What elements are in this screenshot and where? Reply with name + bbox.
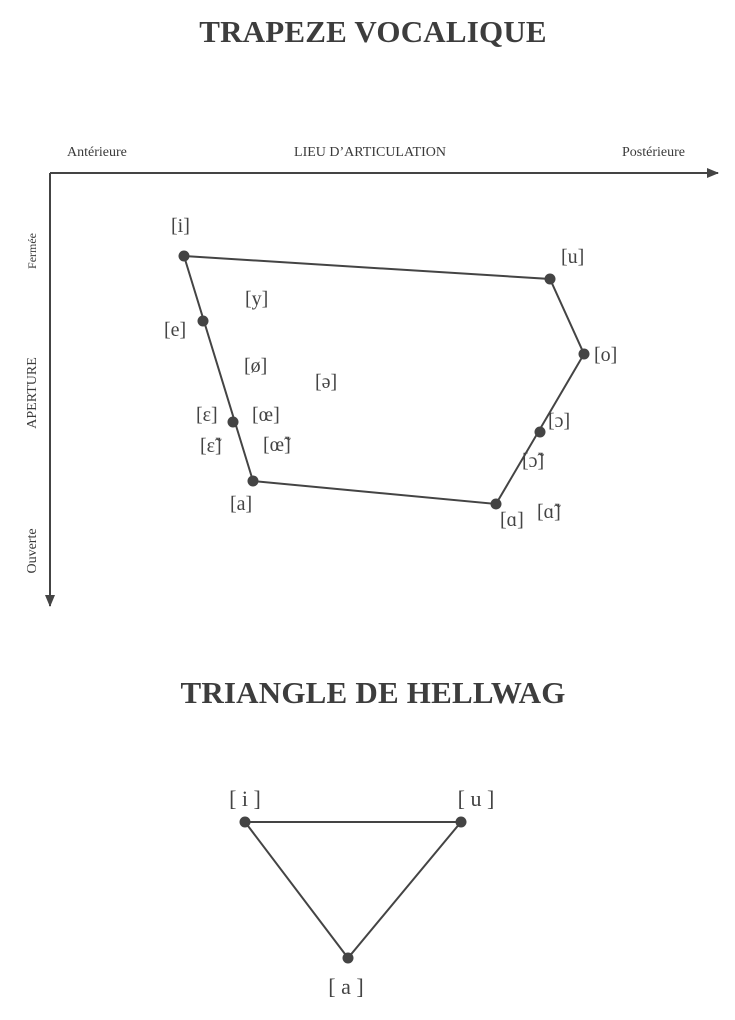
axis-label-aperture: APERTURE [25, 357, 40, 429]
axis-label-posterieure: Postérieure [622, 145, 685, 160]
axis-label-anterieure: Antérieure [67, 145, 127, 160]
dot-u [544, 273, 556, 285]
triangle-vowel-i: [ i ] [229, 786, 261, 811]
triangle-outline [242, 821, 464, 960]
dot-alpha [490, 498, 502, 510]
trapeze-title: TRAPEZE VOCALIQUE [199, 14, 547, 49]
dot-o [578, 348, 590, 360]
vowel-alpha: [ɑ] [500, 509, 524, 531]
dot-open-o [534, 426, 546, 438]
vowel-oe-closed: [ø] [244, 355, 267, 377]
vowel-oe-open: [œ] [252, 404, 280, 426]
axis-label-fermee: Fermée [25, 233, 39, 269]
vowel-schwa: [ə] [315, 371, 337, 393]
triangle-vowel-a: [ a ] [328, 974, 363, 999]
axis-label-ouverte: Ouverte [25, 528, 40, 573]
dot-e [197, 315, 209, 327]
dot-a [247, 475, 259, 487]
triangle-vowel-u: [ u ] [458, 786, 495, 811]
vowel-epsilon-nasal: [ɛ̃] [200, 435, 222, 457]
vowel-i: [i] [171, 215, 190, 237]
triangle-dot-i [239, 816, 251, 828]
vowel-y: [y] [245, 288, 268, 310]
vowel-e: [e] [164, 319, 186, 341]
triangle-title: TRIANGLE DE HELLWAG [180, 675, 565, 710]
dot-i [178, 250, 190, 262]
vowel-o-nasal: [ɔ̃] [522, 450, 545, 472]
vowel-a: [a] [230, 493, 252, 515]
triangle-dot-a [342, 952, 354, 964]
vowel-open-o: [ɔ] [548, 410, 570, 432]
dot-epsilon [227, 416, 239, 428]
axis-label-lieu-articulation: LIEU D’ARTICULATION [294, 145, 446, 160]
vowel-u: [u] [561, 246, 584, 268]
triangle-dot-u [455, 816, 467, 828]
vowel-alpha-nasal: [ɑ̃] [537, 501, 561, 523]
vowel-o: [o] [594, 344, 617, 366]
vowel-oe-nasal: [œ̃] [263, 434, 291, 456]
vowel-epsilon: [ɛ] [196, 404, 218, 426]
